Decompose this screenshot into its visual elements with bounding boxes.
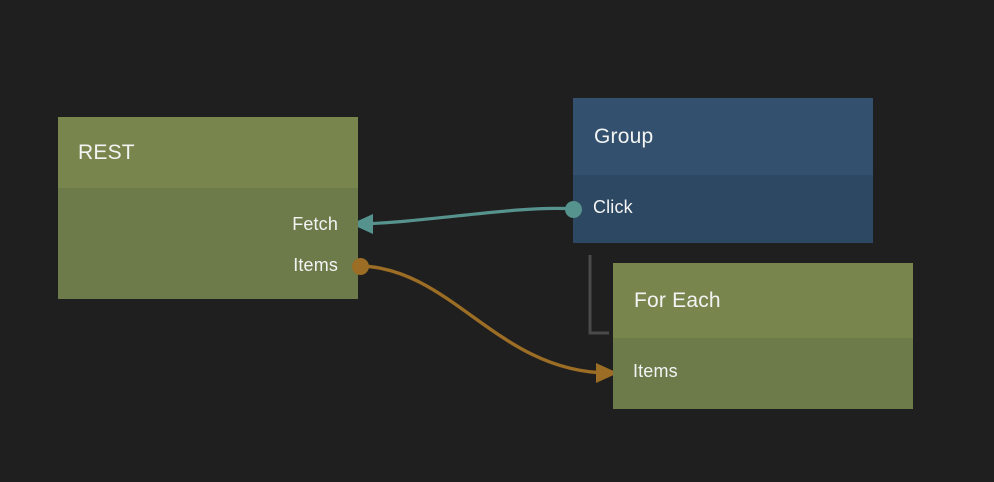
- group-child-bracket-path: [588, 255, 609, 335]
- port-group-click-label: Click: [593, 197, 633, 217]
- node-rest[interactable]: REST Fetch Items: [58, 117, 358, 299]
- port-foreach-items[interactable]: Items: [633, 358, 678, 384]
- port-rest-fetch-label: Fetch: [292, 214, 338, 234]
- port-dot-group-click[interactable]: [565, 201, 582, 218]
- node-rest-title: REST: [78, 140, 135, 164]
- port-foreach-items-label: Items: [633, 361, 678, 381]
- edge-items-to-items[interactable]: [358, 264, 618, 383]
- edge-click-to-fetch[interactable]: [351, 206, 575, 234]
- port-rest-fetch[interactable]: Fetch: [292, 211, 338, 237]
- node-group-header[interactable]: Group: [573, 98, 873, 175]
- node-group[interactable]: Group Click: [573, 98, 873, 243]
- port-rest-items[interactable]: Items: [293, 252, 338, 278]
- edge-click-to-fetch-path: [358, 206, 575, 226]
- node-foreach-body: Items: [613, 338, 913, 409]
- node-foreach-title: For Each: [634, 288, 721, 312]
- node-rest-header[interactable]: REST: [58, 117, 358, 188]
- port-rest-items-label: Items: [293, 255, 338, 275]
- port-group-click[interactable]: Click: [593, 194, 633, 220]
- node-group-title: Group: [594, 124, 654, 148]
- edge-items-to-items-path: [358, 264, 610, 375]
- port-dot-rest-items[interactable]: [352, 258, 369, 275]
- node-rest-body: Fetch Items: [58, 188, 358, 299]
- node-foreach-header[interactable]: For Each: [613, 263, 913, 338]
- node-group-body: Click: [573, 175, 873, 243]
- node-foreach[interactable]: For Each Items: [613, 263, 913, 409]
